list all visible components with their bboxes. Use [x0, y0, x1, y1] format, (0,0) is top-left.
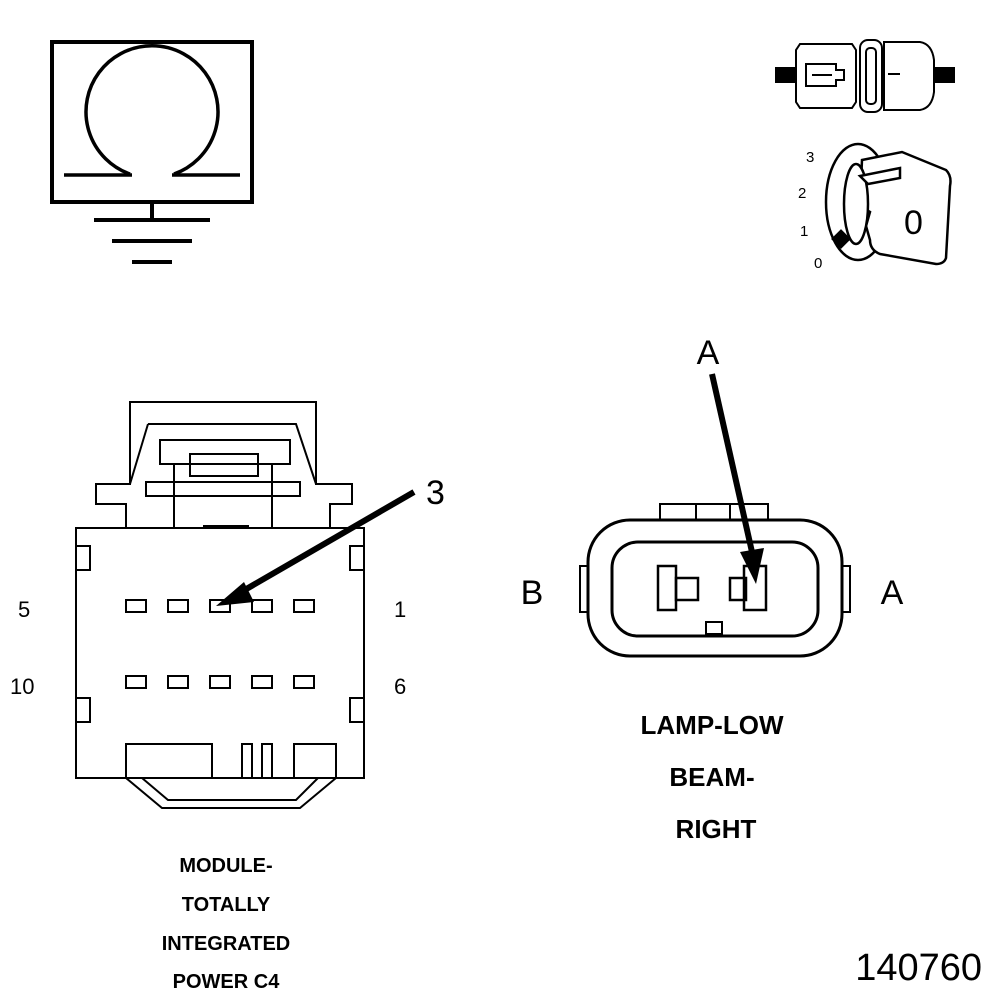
cavity-label-B: B: [521, 574, 544, 612]
callout-label-3: 3: [426, 474, 445, 512]
cavity-label-A: A: [881, 574, 904, 612]
pin-row-bottom: [125, 675, 315, 689]
ohmmeter-ground-icon: [50, 40, 254, 264]
pin-cavity: [125, 599, 147, 613]
left-title-line-3: INTEGRATED: [162, 933, 291, 955]
pin-cavity: [293, 599, 315, 613]
key-position-text: 0: [904, 204, 923, 242]
ignition-key-icon: 0 3 2 1 0: [798, 142, 952, 272]
pin-cavity: [125, 675, 147, 689]
ignition-pos-3: 3: [806, 149, 814, 166]
right-title-line-2: BEAM-: [669, 762, 754, 792]
pin-cavity: [251, 599, 273, 613]
pin-label-6: 6: [394, 674, 406, 699]
callout-arrow-3: [216, 489, 416, 606]
right-title-line-1: LAMP-LOW: [641, 710, 784, 740]
pin-label-1: 1: [394, 597, 406, 622]
ignition-pos-1: 1: [800, 223, 808, 240]
ignition-pos-2: 2: [798, 185, 806, 202]
pin-cavity: [251, 675, 273, 689]
tipm-c4-connector: [75, 401, 365, 809]
pin-cavity: [167, 675, 189, 689]
pin-row-top: [125, 599, 315, 613]
pin-label-10: 10: [10, 674, 34, 699]
pin-label-5: 5: [18, 597, 30, 622]
left-title-line-2: TOTALLY: [182, 894, 271, 916]
ignition-pos-0: 0: [814, 255, 822, 272]
low-beam-connector: [579, 503, 851, 658]
left-title-line-1: MODULE-: [179, 855, 272, 877]
callout-label-A: A: [697, 334, 720, 372]
pin-cavity: [167, 599, 189, 613]
figure-number: 140760: [855, 947, 982, 989]
left-title-line-4: POWER C4: [173, 971, 281, 993]
connector-disconnect-icon: [775, 39, 955, 113]
pin-cavity: [293, 675, 315, 689]
callout-arrow-A: [709, 373, 764, 584]
pin-cavity: [209, 675, 231, 689]
right-title-line-3: RIGHT: [676, 814, 757, 844]
